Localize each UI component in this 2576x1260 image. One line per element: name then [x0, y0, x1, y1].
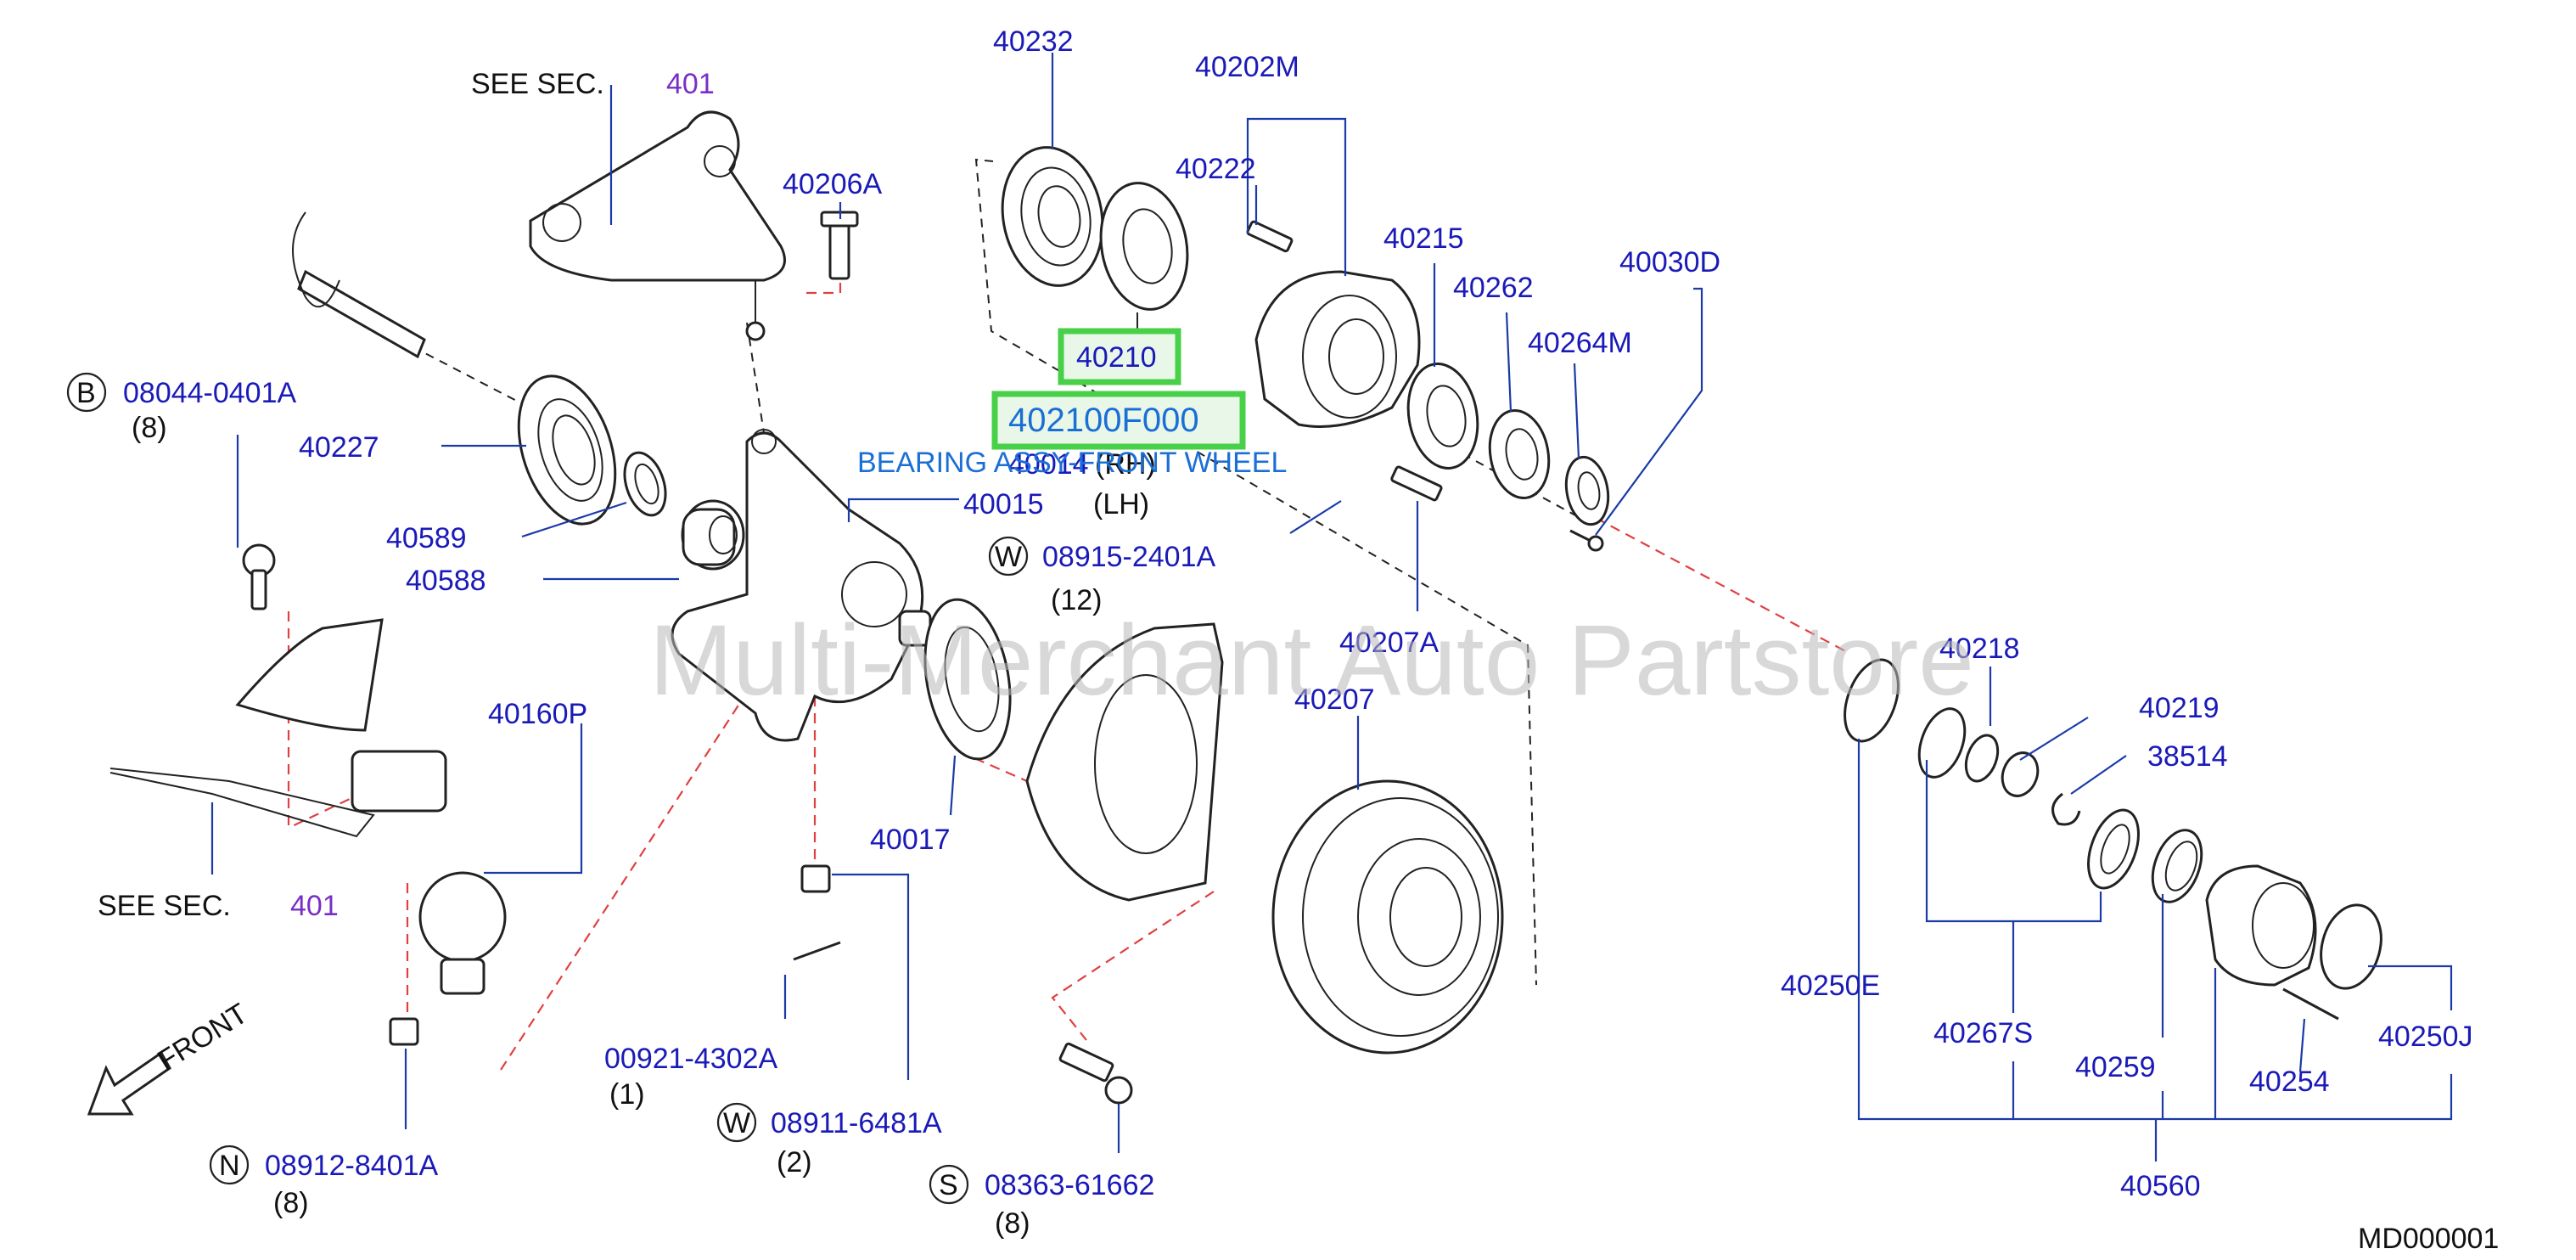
fastener-qty-08044: (8): [132, 412, 167, 444]
fastener-prefix-s: S: [939, 1169, 958, 1201]
part-40215[interactable]: 40215: [1383, 222, 1464, 255]
part-40560[interactable]: 40560: [2120, 1170, 2201, 1202]
part-40218[interactable]: 40218: [1939, 633, 2020, 665]
highlight-box-402100F000[interactable]: [991, 391, 1246, 450]
part-40254[interactable]: 40254: [2249, 1066, 2330, 1098]
part-labels: SEE SEC. 401 40232 40202M 40222 40215 40…: [98, 25, 2499, 1255]
fastener-08044-0401A[interactable]: 08044-0401A: [123, 377, 297, 409]
fastener-qty-08915: (12): [1051, 584, 1102, 616]
fastener-labels: B 08044-0401A (8) W 08915-2401A (12) 009…: [66, 372, 1216, 1240]
lower-arm-bracket-shape: [235, 618, 384, 732]
fastener-qty-00921: (1): [609, 1078, 645, 1111]
part-40207A[interactable]: 40207A: [1339, 627, 1440, 659]
fastener-prefix-w2: W: [723, 1107, 750, 1139]
construction-lines: [287, 158, 1851, 1071]
fastener-08915-2401A[interactable]: 08915-2401A: [1042, 541, 1216, 573]
side-lh: (LH): [1093, 488, 1149, 520]
drive-shaft-shape: [297, 269, 426, 359]
part-40160P[interactable]: 40160P: [488, 698, 587, 730]
part-40264M[interactable]: 40264M: [1528, 327, 1632, 359]
part-40227[interactable]: 40227: [299, 431, 379, 464]
fastener-qty-08911: (2): [777, 1146, 812, 1178]
see-sec-label-top: SEE SEC.: [471, 68, 604, 100]
part-40222[interactable]: 40222: [1176, 153, 1256, 185]
highlighted-catalog-number[interactable]: 402100F000: [1008, 402, 1199, 439]
fastener-prefix-w1: W: [995, 541, 1022, 573]
fastener-00921-4302A[interactable]: 00921-4302A: [604, 1043, 778, 1075]
see-sec-label-bottom: SEE SEC.: [98, 890, 231, 922]
part-40030D[interactable]: 40030D: [1619, 246, 1720, 278]
part-40267S[interactable]: 40267S: [1933, 1017, 2033, 1049]
highlighted-description: BEARING ASSY-FRONT WHEEL: [857, 447, 1287, 479]
fastener-prefix-n: N: [219, 1150, 240, 1182]
upper-control-arm-shape: [529, 110, 786, 282]
part-40017[interactable]: 40017: [870, 824, 951, 856]
part-40207[interactable]: 40207: [1294, 683, 1375, 716]
part-40015[interactable]: 40015: [963, 488, 1044, 520]
front-arrow: FRONT: [87, 998, 254, 1116]
locking-hub-shape: [2205, 864, 2317, 987]
part-shapes: [109, 110, 2382, 1105]
fastener-08912-8401A[interactable]: 08912-8401A: [265, 1150, 439, 1182]
highlighted-part-number[interactable]: 40210: [1076, 341, 1157, 374]
part-40250E[interactable]: 40250E: [1781, 970, 1880, 1002]
part-40232[interactable]: 40232: [993, 25, 1074, 58]
brake-rotor-shape: [1271, 779, 1504, 1055]
fastener-prefix-b: B: [76, 377, 96, 409]
fastener-qty-08363: (8): [995, 1207, 1030, 1240]
fastener-qty-08912: (8): [273, 1187, 309, 1219]
steering-knuckle-shape: [671, 431, 924, 742]
part-40206A[interactable]: 40206A: [783, 168, 883, 200]
part-40250J[interactable]: 40250J: [2378, 1021, 2473, 1053]
part-40588[interactable]: 40588: [406, 565, 486, 597]
part-40202M[interactable]: 40202M: [1195, 51, 1299, 83]
part-40219[interactable]: 40219: [2139, 692, 2220, 724]
leader-lines: [210, 53, 2453, 1162]
see-sec-ref-bottom[interactable]: 401: [290, 890, 339, 922]
see-sec-ref-top[interactable]: 401: [666, 68, 715, 100]
part-40262[interactable]: 40262: [1453, 272, 1534, 304]
ball-joint-shape: [418, 871, 507, 963]
front-label: FRONT: [152, 998, 253, 1077]
fastener-08911-6481A[interactable]: 08911-6481A: [771, 1107, 942, 1139]
part-40014[interactable]: 40014: [1008, 448, 1089, 481]
diagram-id: MD000001: [2358, 1223, 2499, 1255]
highlight-box-40210[interactable]: [1058, 328, 1181, 385]
hub-shape: [1254, 270, 1421, 428]
part-38514[interactable]: 38514: [2147, 740, 2228, 773]
watermark: Multi-Merchant Auto Partstore: [649, 605, 1974, 717]
dust-shield-shape: [1025, 622, 1224, 902]
part-40259[interactable]: 40259: [2075, 1051, 2156, 1083]
side-rh: (RH): [1095, 448, 1156, 481]
part-40589[interactable]: 40589: [386, 522, 467, 554]
fastener-08363-61662[interactable]: 08363-61662: [985, 1169, 1154, 1201]
